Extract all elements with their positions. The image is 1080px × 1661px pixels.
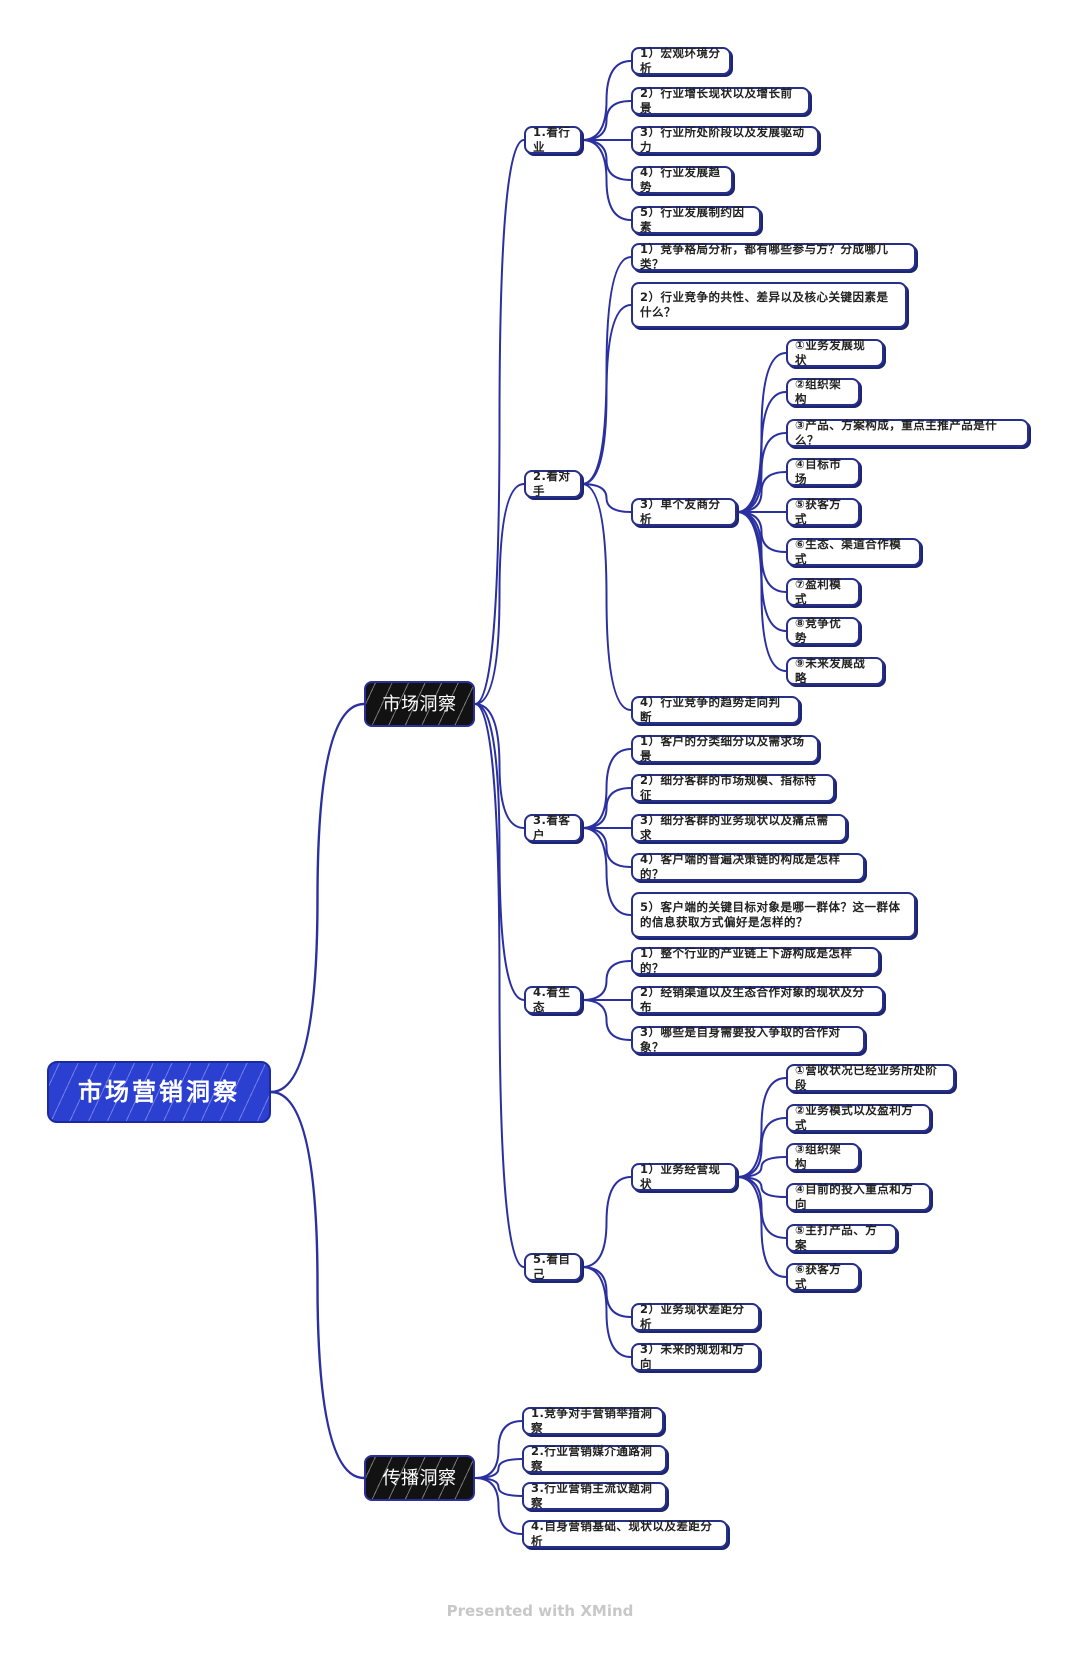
subtopic[interactable]: 2）行业增长现状以及增长前景 <box>631 86 810 115</box>
subtopic[interactable]: 5）行业发展制约因素 <box>631 205 761 234</box>
subtopic[interactable]: ②组织架构 <box>786 377 860 406</box>
connector-line <box>581 1266 632 1318</box>
subtopic[interactable]: ⑧竞争优势 <box>786 616 860 645</box>
subtopic[interactable]: ⑨未来发展战略 <box>786 656 884 685</box>
xmind-footer: Presented with XMind <box>446 1602 634 1620</box>
subtopic[interactable]: 1）客户的分类细分以及需求场景 <box>631 734 819 763</box>
main-topic[interactable]: 传播洞察 <box>364 1455 475 1501</box>
connector-line <box>270 702 365 1094</box>
subtopic[interactable]: ②业务模式以及盈利方式 <box>786 1103 931 1132</box>
connector-line <box>581 1266 632 1358</box>
connector-line <box>581 827 632 916</box>
connector-line <box>581 960 632 1001</box>
connector-line <box>736 1117 787 1178</box>
subtopic[interactable]: ③产品、方案构成，重点主推产品是什么？ <box>786 418 1029 447</box>
subtopic[interactable]: 3.行业营销主流议题洞察 <box>522 1481 667 1510</box>
subtopic[interactable]: 1.竞争对手营销举措洞察 <box>522 1406 664 1435</box>
subtopic[interactable]: 5）客户端的关键目标对象是哪一群体？这一群体的信息获取方式偏好是怎样的？ <box>631 892 916 938</box>
connector-line <box>270 1090 365 1480</box>
subtopic[interactable]: 3）未来的规划和方向 <box>631 1342 760 1371</box>
connector-line <box>581 1176 632 1268</box>
subtopic[interactable]: 4）行业竞争的趋势走向判断 <box>631 695 800 724</box>
connector-line <box>474 139 525 705</box>
connector-line <box>474 703 525 1001</box>
connector-line <box>474 1477 523 1535</box>
connector-line <box>581 748 632 829</box>
subtopic[interactable]: 3）哪些是自身需要投入争取的合作对象？ <box>631 1025 865 1054</box>
subtopic[interactable]: ①营收状况已经业务所处阶段 <box>786 1063 955 1092</box>
subtopic[interactable]: ⑥生态、渠道合作模式 <box>786 537 921 566</box>
connector-line <box>581 100 632 141</box>
subtopic[interactable]: 4）客户端的普遍决策链的构成是怎样的？ <box>631 852 865 881</box>
subtopic[interactable]: 2）行业竞争的共性、差异以及核心关键因素是什么？ <box>631 282 907 328</box>
connector-line <box>581 483 632 513</box>
connector-line <box>736 1156 787 1178</box>
connector-line <box>736 471 787 513</box>
connector-line <box>736 511 787 672</box>
subtopic[interactable]: ④目前的投入重点和方向 <box>786 1182 931 1211</box>
subtopic[interactable]: 2）经销渠道以及生态合作对象的现状及分布 <box>631 985 884 1014</box>
subtopic[interactable]: 5.看自己 <box>524 1252 582 1281</box>
subtopic[interactable]: 2）细分客群的市场规模、指标特征 <box>631 773 835 802</box>
subtopic[interactable]: 1.看行业 <box>524 125 582 154</box>
connector-line <box>736 1176 787 1198</box>
connector-line <box>474 1477 523 1497</box>
connector-line <box>474 1420 523 1479</box>
connector-line <box>581 139 632 221</box>
subtopic[interactable]: 2.行业营销媒介通路洞察 <box>522 1444 667 1473</box>
subtopic[interactable]: 1）整个行业的产业链上下游构成是怎样的？ <box>631 946 880 975</box>
subtopic[interactable]: ③组织架构 <box>786 1142 860 1171</box>
connector-line <box>736 1077 787 1178</box>
subtopic[interactable]: 3）行业所处阶段以及发展驱动力 <box>631 125 819 154</box>
subtopic[interactable]: ④目标市场 <box>786 457 860 486</box>
connector-line <box>474 483 525 705</box>
main-topic[interactable]: 市场洞察 <box>364 681 475 727</box>
connector-line <box>581 999 632 1041</box>
subtopic[interactable]: ⑤主打产品、方案 <box>786 1223 897 1252</box>
connector-line <box>474 703 525 1268</box>
connector-line <box>581 787 632 829</box>
connector-line <box>581 60 632 141</box>
subtopic[interactable]: ⑤获客方式 <box>786 497 860 526</box>
connector-line <box>736 1176 787 1278</box>
connector-line <box>581 139 632 181</box>
subtopic[interactable]: 4.看生态 <box>524 985 582 1014</box>
central-topic[interactable]: 市场营销洞察 <box>47 1061 271 1123</box>
subtopic[interactable]: ⑦盈利模式 <box>786 577 860 606</box>
connector-line <box>736 391 787 513</box>
subtopic[interactable]: 3）单个友商分析 <box>631 497 737 526</box>
subtopic[interactable]: 2）业务现状差距分析 <box>631 1302 760 1331</box>
connector-line <box>474 1458 523 1479</box>
connector-line <box>736 432 787 513</box>
connector-line <box>474 703 525 829</box>
subtopic[interactable]: 3）细分客群的业务现状以及痛点需求 <box>631 813 847 842</box>
subtopic[interactable]: ⑥获客方式 <box>786 1262 860 1291</box>
subtopic[interactable]: ①业务发展现状 <box>786 338 884 367</box>
connector-line <box>581 304 632 485</box>
subtopic[interactable]: 1）竞争格局分析，都有哪些参与方？分成哪几类？ <box>631 242 916 271</box>
subtopic[interactable]: 1）宏观环境分析 <box>631 46 731 75</box>
connector-line <box>736 1176 787 1239</box>
connector-line <box>736 511 787 553</box>
connector-line <box>581 483 632 711</box>
subtopic[interactable]: 4）行业发展趋势 <box>631 165 733 194</box>
subtopic[interactable]: 4.自身营销基础、现状以及差距分析 <box>522 1519 728 1548</box>
subtopic[interactable]: 2.看对手 <box>524 469 582 498</box>
connector-line <box>581 827 632 868</box>
subtopic[interactable]: 1）业务经营现状 <box>631 1162 737 1191</box>
subtopic[interactable]: 3.看客户 <box>524 813 582 842</box>
